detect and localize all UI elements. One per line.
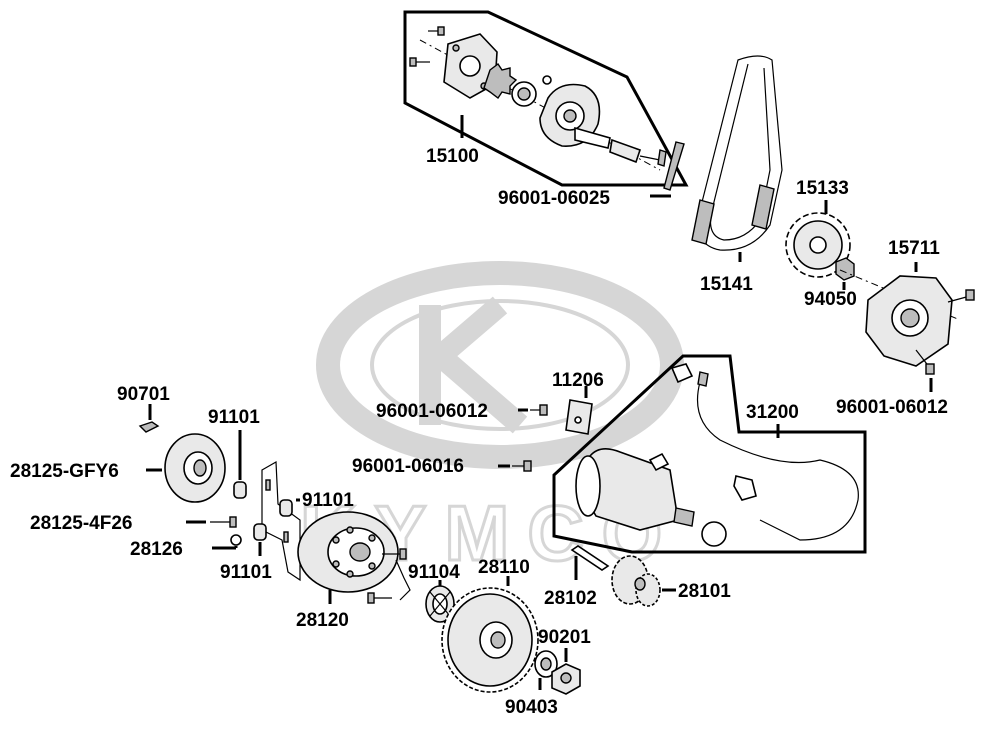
label-96001-06025: 96001-06025 bbox=[498, 188, 610, 209]
label-94050: 94050 bbox=[804, 289, 857, 310]
label-28120: 28120 bbox=[296, 610, 349, 631]
roller-91101-top bbox=[233, 481, 247, 499]
washer-28126 bbox=[230, 534, 242, 546]
starter-motor-31200 bbox=[575, 363, 859, 547]
label-28126: 28126 bbox=[130, 539, 183, 560]
starter-driven-gear-28110 bbox=[441, 587, 539, 693]
clutch-plate-28125-gfy6 bbox=[164, 433, 226, 503]
label-96001-06016: 96001-06016 bbox=[352, 456, 464, 477]
needle-bearing-91104 bbox=[425, 585, 455, 623]
clutch-spring-housing bbox=[261, 460, 301, 582]
label-90201: 90201 bbox=[538, 627, 591, 648]
flywheel-28120 bbox=[297, 511, 399, 593]
sprocket-15133 bbox=[785, 212, 851, 278]
shaft-28102 bbox=[570, 545, 610, 571]
bolt-96001-06025 bbox=[663, 141, 685, 191]
spring-icon bbox=[265, 479, 271, 491]
label-91101-top: 91101 bbox=[208, 407, 260, 428]
nut-94050 bbox=[835, 257, 855, 281]
idle-gear-28101 bbox=[611, 555, 661, 607]
cover-15711 bbox=[839, 269, 975, 375]
roller-91101-mid bbox=[279, 499, 293, 517]
label-15141: 15141 bbox=[700, 274, 753, 295]
label-28102: 28102 bbox=[544, 588, 597, 609]
bracket-11206 bbox=[565, 399, 593, 435]
starter-motor-group-outline bbox=[552, 354, 867, 554]
screw-icon bbox=[367, 548, 407, 604]
label-91101-bottom: 91101 bbox=[220, 562, 272, 583]
label-28101: 28101 bbox=[678, 581, 731, 602]
label-90701: 90701 bbox=[117, 384, 170, 405]
label-28125-4f26: 28125-4F26 bbox=[30, 513, 132, 534]
screw-icon bbox=[915, 289, 975, 375]
label-91104: 91104 bbox=[408, 562, 460, 583]
label-28110: 28110 bbox=[478, 557, 530, 578]
label-90403: 90403 bbox=[505, 697, 558, 718]
label-15100: 15100 bbox=[426, 146, 479, 167]
oil-pump-group-outline bbox=[403, 10, 689, 187]
label-96001-06012-mid: 96001-06012 bbox=[376, 401, 488, 422]
spring-icon bbox=[283, 531, 289, 543]
label-28125-gfy6: 28125-GFY6 bbox=[10, 461, 119, 482]
screw-icon bbox=[512, 460, 532, 472]
label-11206: 11206 bbox=[552, 370, 604, 391]
rotor-gear-icon bbox=[483, 62, 518, 100]
screw-icon bbox=[530, 404, 548, 416]
label-15711: 15711 bbox=[888, 238, 940, 259]
key-90701 bbox=[138, 421, 160, 433]
label-31200: 31200 bbox=[746, 402, 799, 423]
oil-pump-assembly bbox=[409, 26, 667, 171]
screw-icon bbox=[409, 26, 445, 67]
bolt-28125-4f26 bbox=[210, 516, 237, 528]
label-91101-mid: 91101 bbox=[302, 490, 354, 511]
roller-91101-bottom bbox=[253, 523, 267, 541]
label-96001-06012-right: 96001-06012 bbox=[836, 397, 948, 418]
drive-chain bbox=[691, 55, 783, 251]
label-15133: 15133 bbox=[796, 178, 849, 199]
